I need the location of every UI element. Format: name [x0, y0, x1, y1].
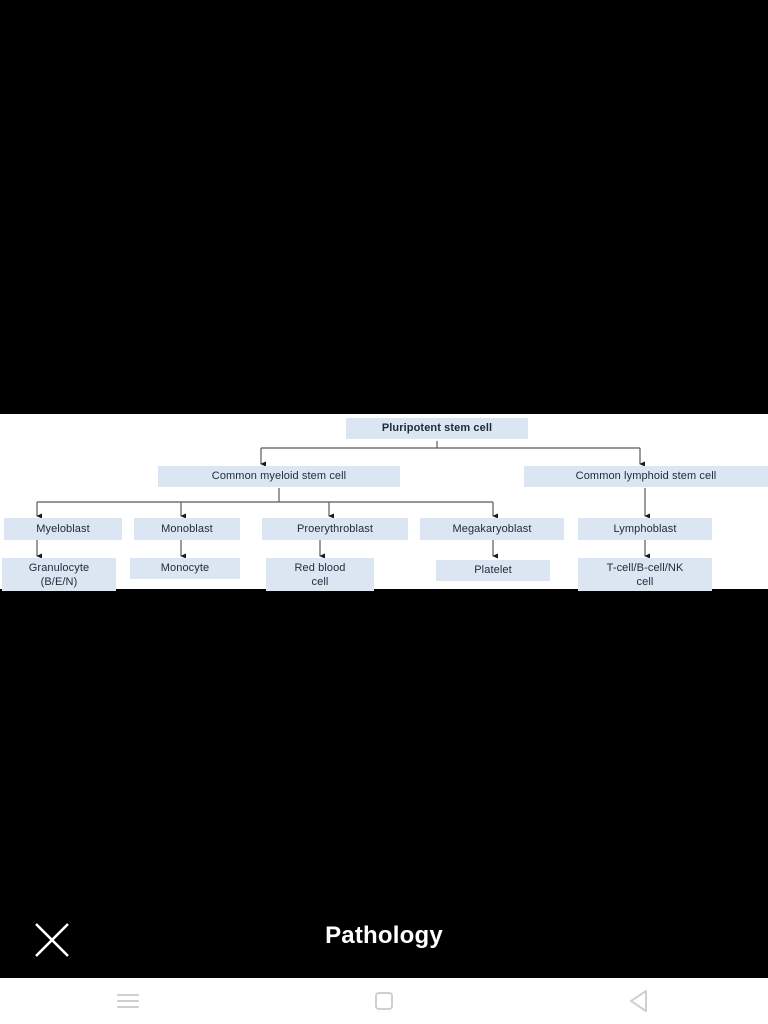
- viewer-toolbar: Pathology: [0, 900, 768, 978]
- system-navigation-bar: [0, 978, 768, 1024]
- node-monocyte: Monocyte: [130, 558, 240, 579]
- node-common-lymphoid-stem-cell: Common lymphoid stem cell: [524, 466, 768, 487]
- node-red-blood-cell-line-2: cell: [311, 575, 329, 588]
- node-platelet: Platelet: [436, 560, 550, 581]
- document-page[interactable]: Pluripotent stem cell Common myeloid ste…: [0, 414, 768, 591]
- diagram-connectors: [36, 441, 651, 559]
- haematopoiesis-diagram: Pluripotent stem cell Common myeloid ste…: [0, 414, 768, 591]
- node-megakaryoblast: Megakaryoblast: [420, 518, 564, 540]
- node-proerythroblast: Proerythroblast: [262, 518, 408, 540]
- node-lymphoblast: Lymphoblast: [578, 518, 712, 540]
- node-red-blood-cell: Red blood cell: [266, 558, 374, 591]
- menu-icon: [117, 994, 139, 1008]
- node-granulocyte-line-2: (B/E/N): [40, 575, 78, 588]
- nav-recents-button[interactable]: [68, 978, 188, 1024]
- node-common-myeloid-stem-cell: Common myeloid stem cell: [158, 466, 400, 487]
- image-viewer-canvas[interactable]: Pluripotent stem cell Common myeloid ste…: [0, 0, 768, 978]
- back-triangle-icon: [630, 990, 647, 1012]
- close-button[interactable]: [30, 918, 74, 962]
- nav-back-button[interactable]: [580, 978, 700, 1024]
- node-tbnk-line-2: cell: [636, 575, 654, 588]
- node-red-blood-cell-line-1: Red blood: [294, 561, 346, 574]
- node-granulocyte: Granulocyte (B/E/N): [2, 558, 116, 591]
- viewer-title: Pathology: [325, 922, 443, 949]
- node-tbnk-line-1: T-cell/B-cell/NK: [606, 561, 684, 574]
- nav-home-button[interactable]: [324, 978, 444, 1024]
- node-myeloblast: Myeloblast: [4, 518, 122, 540]
- square-icon: [375, 992, 393, 1010]
- node-granulocyte-line-1: Granulocyte: [28, 561, 90, 574]
- close-icon: [35, 923, 69, 957]
- node-monoblast: Monoblast: [134, 518, 240, 540]
- node-t-cell-b-cell-nk-cell: T-cell/B-cell/NK cell: [578, 558, 712, 591]
- node-pluripotent-stem-cell: Pluripotent stem cell: [346, 418, 528, 439]
